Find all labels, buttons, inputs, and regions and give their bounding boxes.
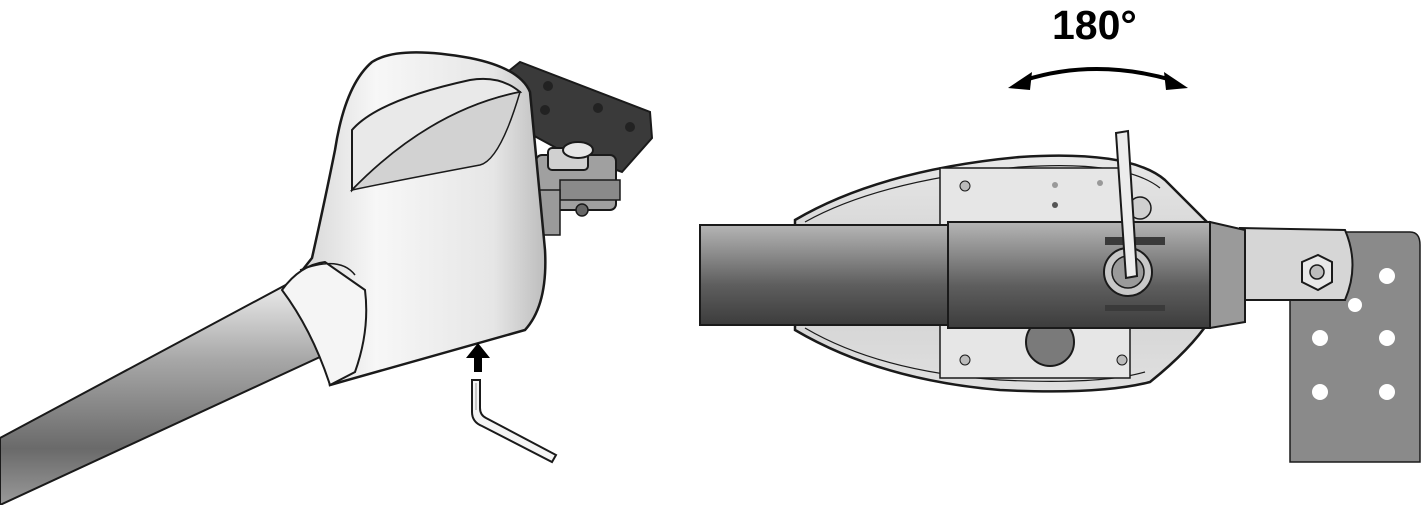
right-top-view [699,67,1421,463]
rotation-angle-label: 180° [1052,2,1137,48]
arm-tube [0,278,337,505]
hex-key-icon [471,379,558,464]
arm-tube-top [699,224,951,326]
mounting-plate-top [1289,231,1421,463]
clamp-bolt [535,141,621,236]
double-curved-arrow-icon [1008,67,1188,90]
left-perspective-view [0,51,654,505]
hex-key-inserted-icon [1114,129,1139,280]
up-arrow-icon [466,343,490,372]
